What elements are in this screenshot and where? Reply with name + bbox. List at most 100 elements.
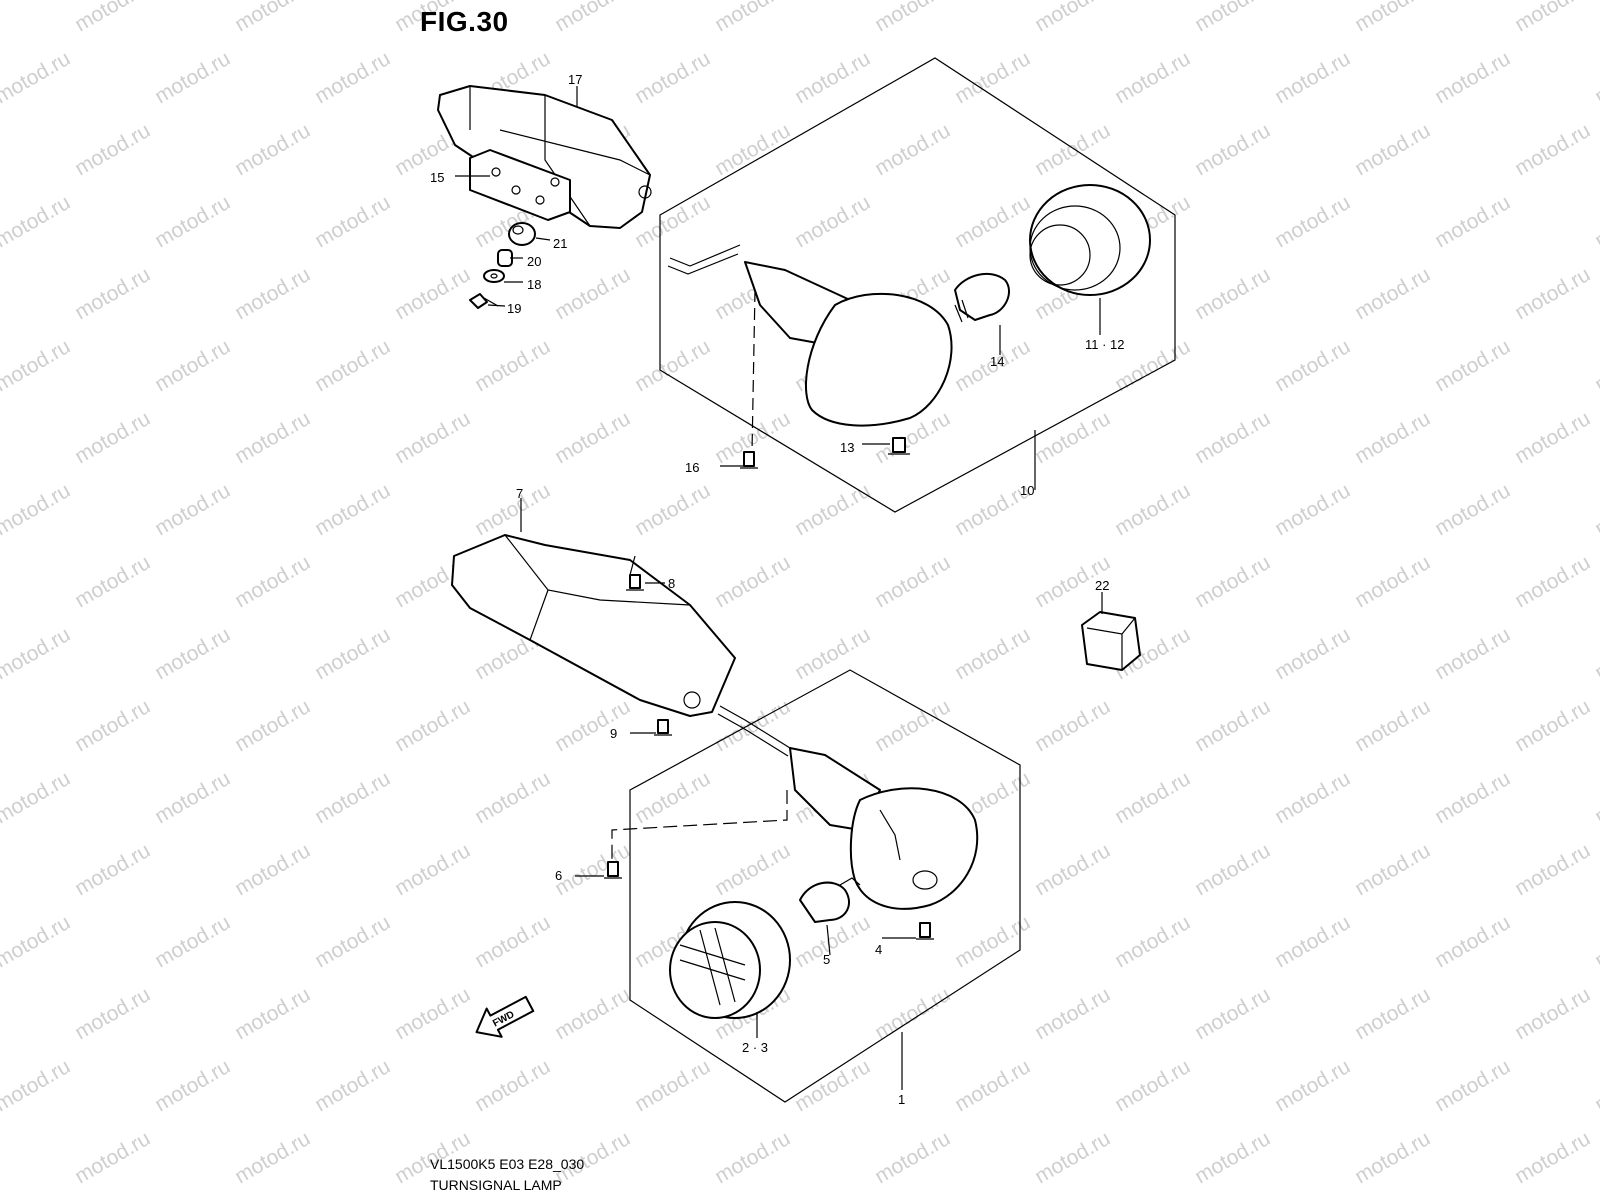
lens-2-3 bbox=[669, 901, 791, 1019]
grommet-21 bbox=[508, 222, 536, 246]
watermark-text: motod.ru bbox=[151, 335, 234, 396]
figure-title: FIG.30 bbox=[420, 6, 509, 37]
washer-18 bbox=[483, 269, 505, 283]
watermark-text: motod.ru bbox=[551, 0, 634, 36]
screw-6 bbox=[604, 861, 622, 879]
callout-7: 7 bbox=[516, 486, 523, 501]
watermark-text: motod.ru bbox=[1351, 0, 1434, 36]
watermark-text: motod.ru bbox=[1271, 335, 1354, 396]
footer-model-code: VL1500K5 E03 E28_030 bbox=[430, 1156, 585, 1172]
callout-16: 16 bbox=[685, 460, 699, 475]
bulb-14 bbox=[954, 272, 1010, 323]
watermark-text: motod.ru bbox=[1111, 1055, 1194, 1116]
watermark-text: motod.ru bbox=[871, 119, 954, 180]
watermark-text: motod.ru bbox=[871, 0, 954, 36]
watermark-text: motod.ru bbox=[1031, 695, 1114, 756]
callout-4: 4 bbox=[875, 942, 882, 957]
screw-13 bbox=[888, 437, 910, 455]
watermark-text: motod.ru bbox=[391, 263, 474, 324]
watermark-text: motod.ru bbox=[1031, 0, 1114, 36]
watermark-text: motod.ru bbox=[1431, 479, 1514, 540]
watermark-text: motod.ru bbox=[631, 335, 714, 396]
watermark-text: motod.ru bbox=[791, 191, 874, 252]
callout-13: 13 bbox=[840, 440, 854, 455]
watermark-text: motod.ru bbox=[551, 983, 634, 1044]
watermark-text: motod.ru bbox=[711, 1127, 794, 1188]
leader-lines bbox=[455, 86, 1103, 1090]
watermark-text: motod.ru bbox=[1351, 263, 1434, 324]
watermark-text: motod.ru bbox=[231, 983, 314, 1044]
watermark-text: motod.ru bbox=[1351, 119, 1434, 180]
watermark-text: motod.ru bbox=[71, 0, 154, 36]
watermark-text: motod.ru bbox=[1591, 1055, 1600, 1116]
watermark-text: motod.ru bbox=[231, 0, 314, 36]
watermark-text: motod.ru bbox=[1271, 623, 1354, 684]
watermark-text: motod.ru bbox=[711, 0, 794, 36]
watermark-text: motod.ru bbox=[1191, 695, 1274, 756]
watermark-text: motod.ru bbox=[1591, 191, 1600, 252]
watermark-text: motod.ru bbox=[1591, 767, 1600, 828]
watermark-text: motod.ru bbox=[1191, 119, 1274, 180]
watermark-text: motod.ru bbox=[951, 911, 1034, 972]
watermark-text: motod.ru bbox=[231, 407, 314, 468]
watermark-text: motod.ru bbox=[1271, 767, 1354, 828]
watermark-text: motod.ru bbox=[631, 767, 714, 828]
assembly-outline-1 bbox=[629, 669, 1021, 1103]
watermark-text: motod.ru bbox=[1591, 623, 1600, 684]
watermark-text: motod.ru bbox=[0, 623, 74, 684]
watermark-text: motod.ru bbox=[1351, 551, 1434, 612]
callout-1: 1 bbox=[898, 1092, 905, 1107]
watermark-text: motod.ru bbox=[1431, 47, 1514, 108]
watermark-text: motod.ru bbox=[71, 839, 154, 900]
watermark-text: motod.ru bbox=[951, 1055, 1034, 1116]
watermark-text: motod.ru bbox=[151, 47, 234, 108]
lens-11-12 bbox=[1029, 184, 1151, 296]
watermark-text: motod.ru bbox=[1031, 983, 1114, 1044]
watermark-text: motod.ru bbox=[1031, 839, 1114, 900]
watermark-text: motod.ru bbox=[1271, 191, 1354, 252]
watermark-text: motod.ru bbox=[1511, 119, 1594, 180]
watermark-text: motod.ru bbox=[151, 1055, 234, 1116]
watermark-text: motod.ru bbox=[71, 407, 154, 468]
footer-diagram-name: TURNSIGNAL LAMP bbox=[430, 1177, 562, 1193]
watermark-text: motod.ru bbox=[1511, 839, 1594, 900]
watermark-text: motod.ru bbox=[1511, 983, 1594, 1044]
watermark-text: motod.ru bbox=[1511, 695, 1594, 756]
watermark-text: motod.ru bbox=[1591, 47, 1600, 108]
screw-9 bbox=[654, 719, 672, 736]
watermark-text: motod.ru bbox=[231, 839, 314, 900]
watermark-text: motod.ru bbox=[1111, 767, 1194, 828]
watermark-text: motod.ru bbox=[471, 479, 554, 540]
watermark-text: motod.ru bbox=[711, 839, 794, 900]
screw-16 bbox=[740, 451, 758, 469]
watermark-text: motod.ru bbox=[311, 623, 394, 684]
callout-18: 18 bbox=[527, 277, 541, 292]
watermark-text: motod.ru bbox=[791, 623, 874, 684]
watermark-text: motod.ru bbox=[1191, 0, 1274, 36]
watermark-text: motod.ru bbox=[1511, 1127, 1594, 1188]
watermark-text: motod.ru bbox=[311, 1055, 394, 1116]
watermark-text: motod.ru bbox=[151, 767, 234, 828]
watermark-text: motod.ru bbox=[71, 119, 154, 180]
watermark-text: motod.ru bbox=[711, 695, 794, 756]
callout-2-3: 2 · 3 bbox=[742, 1040, 768, 1055]
watermark-text: motod.ru bbox=[311, 47, 394, 108]
watermark-text: motod.ru bbox=[1191, 983, 1274, 1044]
screw-4 bbox=[916, 922, 934, 940]
watermark-text: motod.ru bbox=[1031, 119, 1114, 180]
callout-20: 20 bbox=[527, 254, 541, 269]
watermark-text: motod.ru bbox=[471, 335, 554, 396]
watermark-text: motod.ru bbox=[1431, 191, 1514, 252]
watermark-text: motod.ru bbox=[711, 119, 794, 180]
watermark-text: motod.ru bbox=[551, 839, 634, 900]
watermark-text: motod.ru bbox=[391, 983, 474, 1044]
watermark-text: motod.ru bbox=[391, 695, 474, 756]
rear-lamp-body-10 bbox=[667, 244, 953, 427]
bolt-19 bbox=[469, 293, 499, 309]
callout-10: 10 bbox=[1020, 483, 1034, 498]
watermark-text: motod.ru bbox=[471, 1055, 554, 1116]
watermark-text: motod.ru bbox=[231, 119, 314, 180]
watermark-text: motod.ru bbox=[1511, 407, 1594, 468]
